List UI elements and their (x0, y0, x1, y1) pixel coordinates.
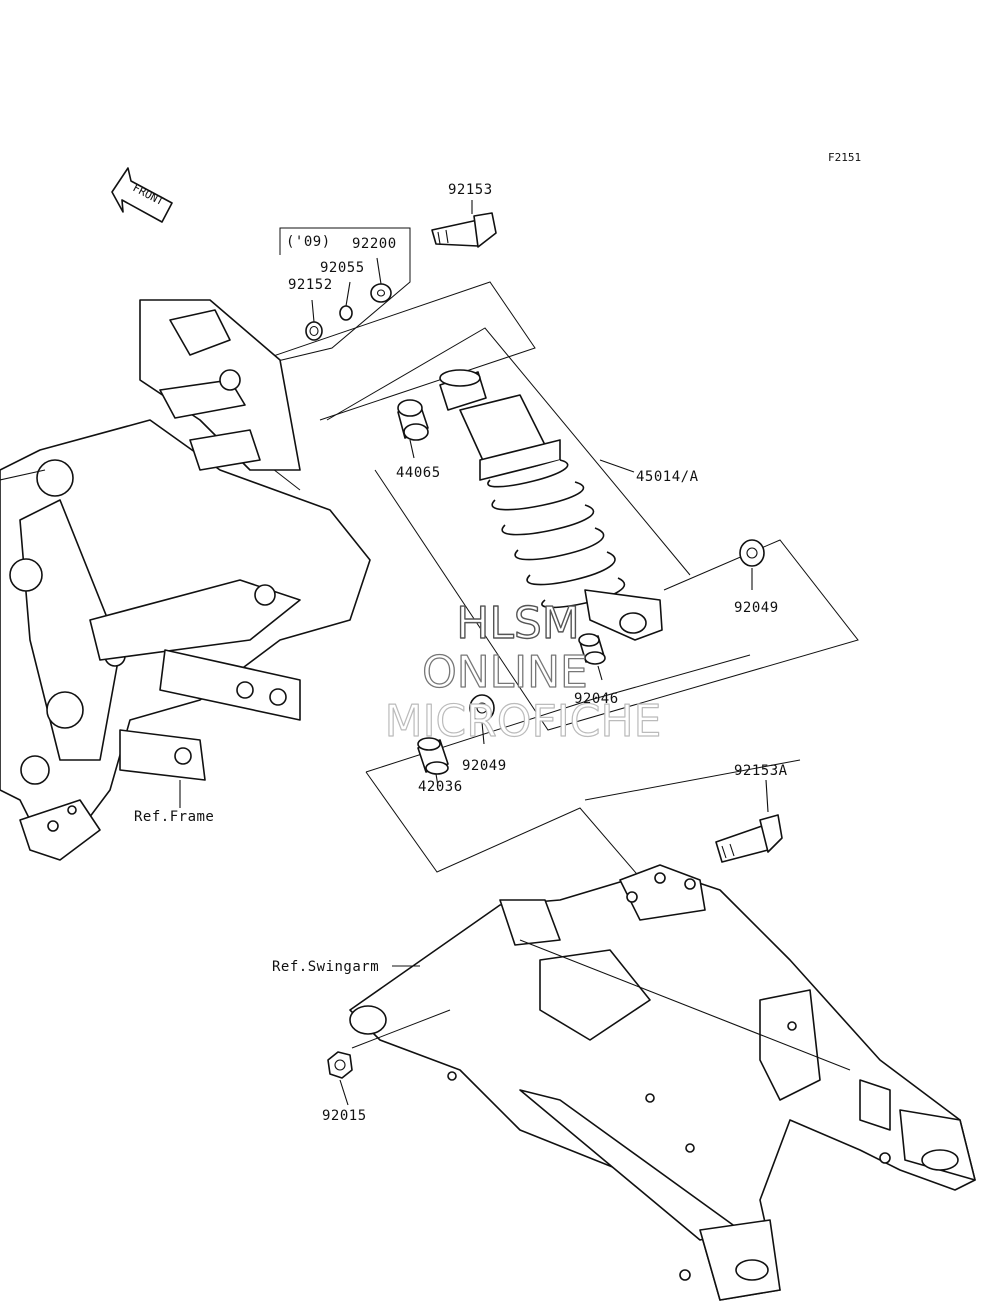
washer-92200 (370, 283, 392, 303)
label-ref-frame: Ref.Frame (134, 809, 214, 825)
label-92046: 92046 (574, 691, 619, 707)
watermark-line1: HLSM (456, 598, 580, 649)
ring-92055 (339, 305, 353, 321)
shock-absorber-45014 (439, 369, 663, 641)
label-ref-swingarm: Ref.Swingarm (272, 959, 379, 975)
collar-92049-right (739, 539, 765, 567)
frame-drawing (0, 299, 371, 861)
figure-code: F2151 (828, 151, 861, 164)
label-42036: 42036 (418, 779, 463, 795)
nut-92015 (327, 1051, 353, 1079)
sleeve-42036 (417, 737, 449, 775)
watermark: HLSM ONLINE MICROFICHE (384, 597, 662, 747)
label-92049-right: 92049 (734, 600, 779, 616)
year-note: ('09) (286, 234, 331, 250)
bolt-92153 (431, 212, 497, 248)
bearing-92046 (578, 633, 606, 665)
label-92200: 92200 (352, 236, 397, 252)
year-note-bracket (264, 227, 411, 365)
label-45014: 45014/A (636, 469, 699, 485)
swingarm-drawing (349, 864, 976, 1301)
label-44065: 44065 (396, 465, 441, 481)
collar-92152 (305, 321, 323, 341)
watermark-line2: ONLINE (422, 647, 588, 698)
front-arrow-icon: FRONT (111, 167, 173, 223)
label-92153: 92153 (448, 182, 493, 198)
label-92015: 92015 (322, 1108, 367, 1124)
bolt-92153A (715, 814, 783, 863)
label-92055: 92055 (320, 260, 365, 276)
bushing-44065 (397, 399, 429, 441)
label-92153A: 92153A (734, 763, 788, 779)
collar-92049-lower (469, 694, 495, 722)
label-92152: 92152 (288, 277, 333, 293)
label-92049-lower: 92049 (462, 758, 507, 774)
watermark-line3: MICROFICHE (385, 696, 662, 747)
